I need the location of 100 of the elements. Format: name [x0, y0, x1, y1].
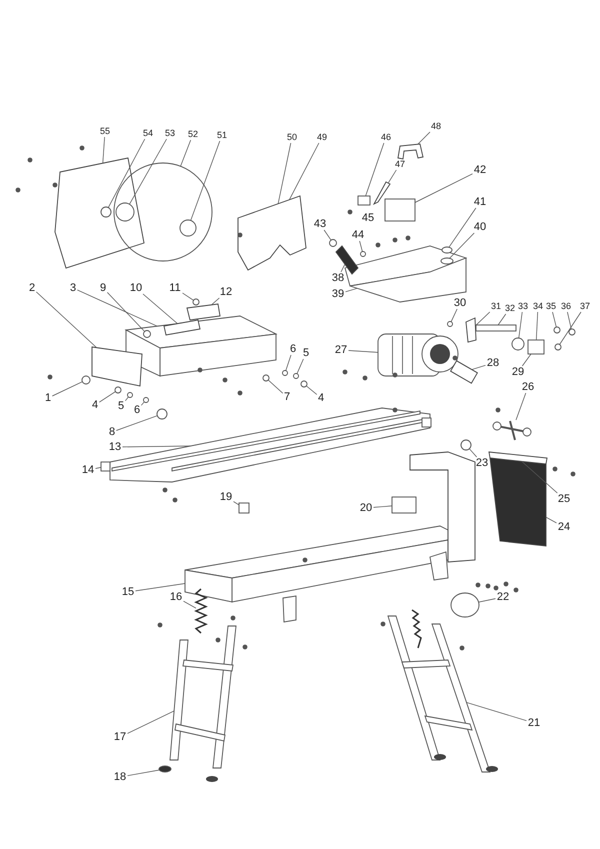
splash-guard: [489, 458, 546, 546]
leader-line: [449, 232, 475, 259]
support-column: [410, 452, 476, 562]
leader-line: [559, 312, 582, 345]
leader-line: [211, 298, 220, 306]
leader-line: [108, 138, 146, 208]
leader-line: [417, 132, 430, 145]
leader-line: [478, 598, 496, 602]
washer: [440, 258, 454, 264]
leader-line: [414, 173, 473, 203]
leader-line: [142, 294, 178, 324]
leader-line: [345, 288, 358, 292]
pin: [360, 251, 366, 257]
callout-number: 28: [486, 357, 500, 369]
leader-line: [288, 142, 320, 200]
bracket: [528, 340, 544, 354]
handle-grip: [335, 245, 359, 275]
washer: [127, 392, 133, 398]
callout-number: 30: [452, 297, 468, 309]
callout-number: 8: [108, 426, 116, 438]
leader-line: [518, 312, 523, 338]
callout-number: 39: [330, 288, 346, 300]
leader-line: [516, 392, 526, 420]
washer: [143, 397, 149, 403]
callout-number: 42: [472, 164, 488, 176]
callout-number: 41: [472, 196, 488, 208]
bracket: [358, 196, 370, 206]
leader-line: [127, 710, 174, 734]
leader-line: [522, 354, 532, 366]
end-cap: [329, 239, 337, 247]
leader-line: [348, 350, 378, 353]
callout-number: 48: [430, 120, 442, 132]
blade-guard-plate: [238, 195, 306, 271]
washer: [282, 370, 288, 376]
leader-line: [536, 312, 538, 340]
callout-number: 15: [120, 586, 136, 598]
callout-number: 46: [380, 131, 392, 143]
flange: [116, 202, 134, 222]
callout-number: 17: [112, 731, 128, 743]
leader-line: [76, 290, 158, 327]
leader-line: [233, 501, 240, 506]
leader-line: [127, 770, 160, 776]
leader-line: [471, 364, 486, 370]
leader-line: [36, 292, 97, 348]
callout-number: 22: [496, 591, 510, 603]
callout-number: 47: [394, 158, 406, 170]
leader-line: [567, 312, 572, 330]
leader-line: [498, 314, 506, 326]
leader-line: [373, 506, 392, 508]
leg-frame: [387, 609, 498, 772]
callout-number: 10: [128, 282, 144, 294]
bolt: [300, 380, 308, 388]
guard-frame: [488, 452, 548, 464]
leader-line: [106, 292, 145, 332]
leader-line: [190, 140, 220, 221]
flange: [512, 338, 524, 350]
leader-line: [52, 381, 83, 396]
bolt: [554, 326, 560, 334]
end-cap: [100, 462, 110, 472]
nut: [568, 328, 576, 336]
leader-line: [116, 415, 158, 431]
leader-line: [448, 208, 476, 248]
water-tray: [184, 526, 448, 623]
leg-frame: [170, 626, 236, 782]
nut: [143, 330, 151, 338]
leader-line: [285, 354, 292, 371]
leader-line: [521, 461, 558, 494]
nut: [82, 376, 90, 384]
lever: [372, 181, 391, 206]
callout-number: 52: [186, 128, 200, 140]
bracket: [466, 317, 476, 343]
callout-number: 4: [316, 392, 326, 404]
callout-number: 26: [520, 381, 536, 393]
foot-pad: [158, 766, 172, 772]
callout-number: 13: [108, 441, 122, 453]
adjusting-bar: [492, 420, 532, 441]
sleeve: [460, 440, 472, 450]
leader-line: [340, 264, 346, 272]
leader-line: [98, 391, 116, 403]
leader-line: [359, 240, 363, 252]
callout-number: 49: [316, 131, 328, 143]
wheel: [450, 592, 480, 618]
spring: [194, 588, 208, 634]
washer: [293, 373, 299, 379]
callout-number: 9: [98, 282, 108, 294]
washer: [156, 408, 168, 420]
blade-guard-plate: [54, 157, 145, 269]
carry-handle: [397, 144, 424, 160]
leader-line: [102, 136, 105, 164]
bolt: [114, 386, 122, 394]
leader-line: [129, 138, 167, 205]
leader-line: [365, 142, 384, 196]
callout-number: 51: [216, 129, 228, 141]
callout-number: 31: [490, 300, 502, 312]
leader-line: [466, 702, 527, 722]
callout-number: 4: [90, 399, 100, 411]
callout-number: 2: [28, 282, 36, 294]
callout-number: 34: [532, 300, 544, 312]
callout-number: 14: [80, 464, 96, 476]
leader-line: [324, 230, 332, 240]
